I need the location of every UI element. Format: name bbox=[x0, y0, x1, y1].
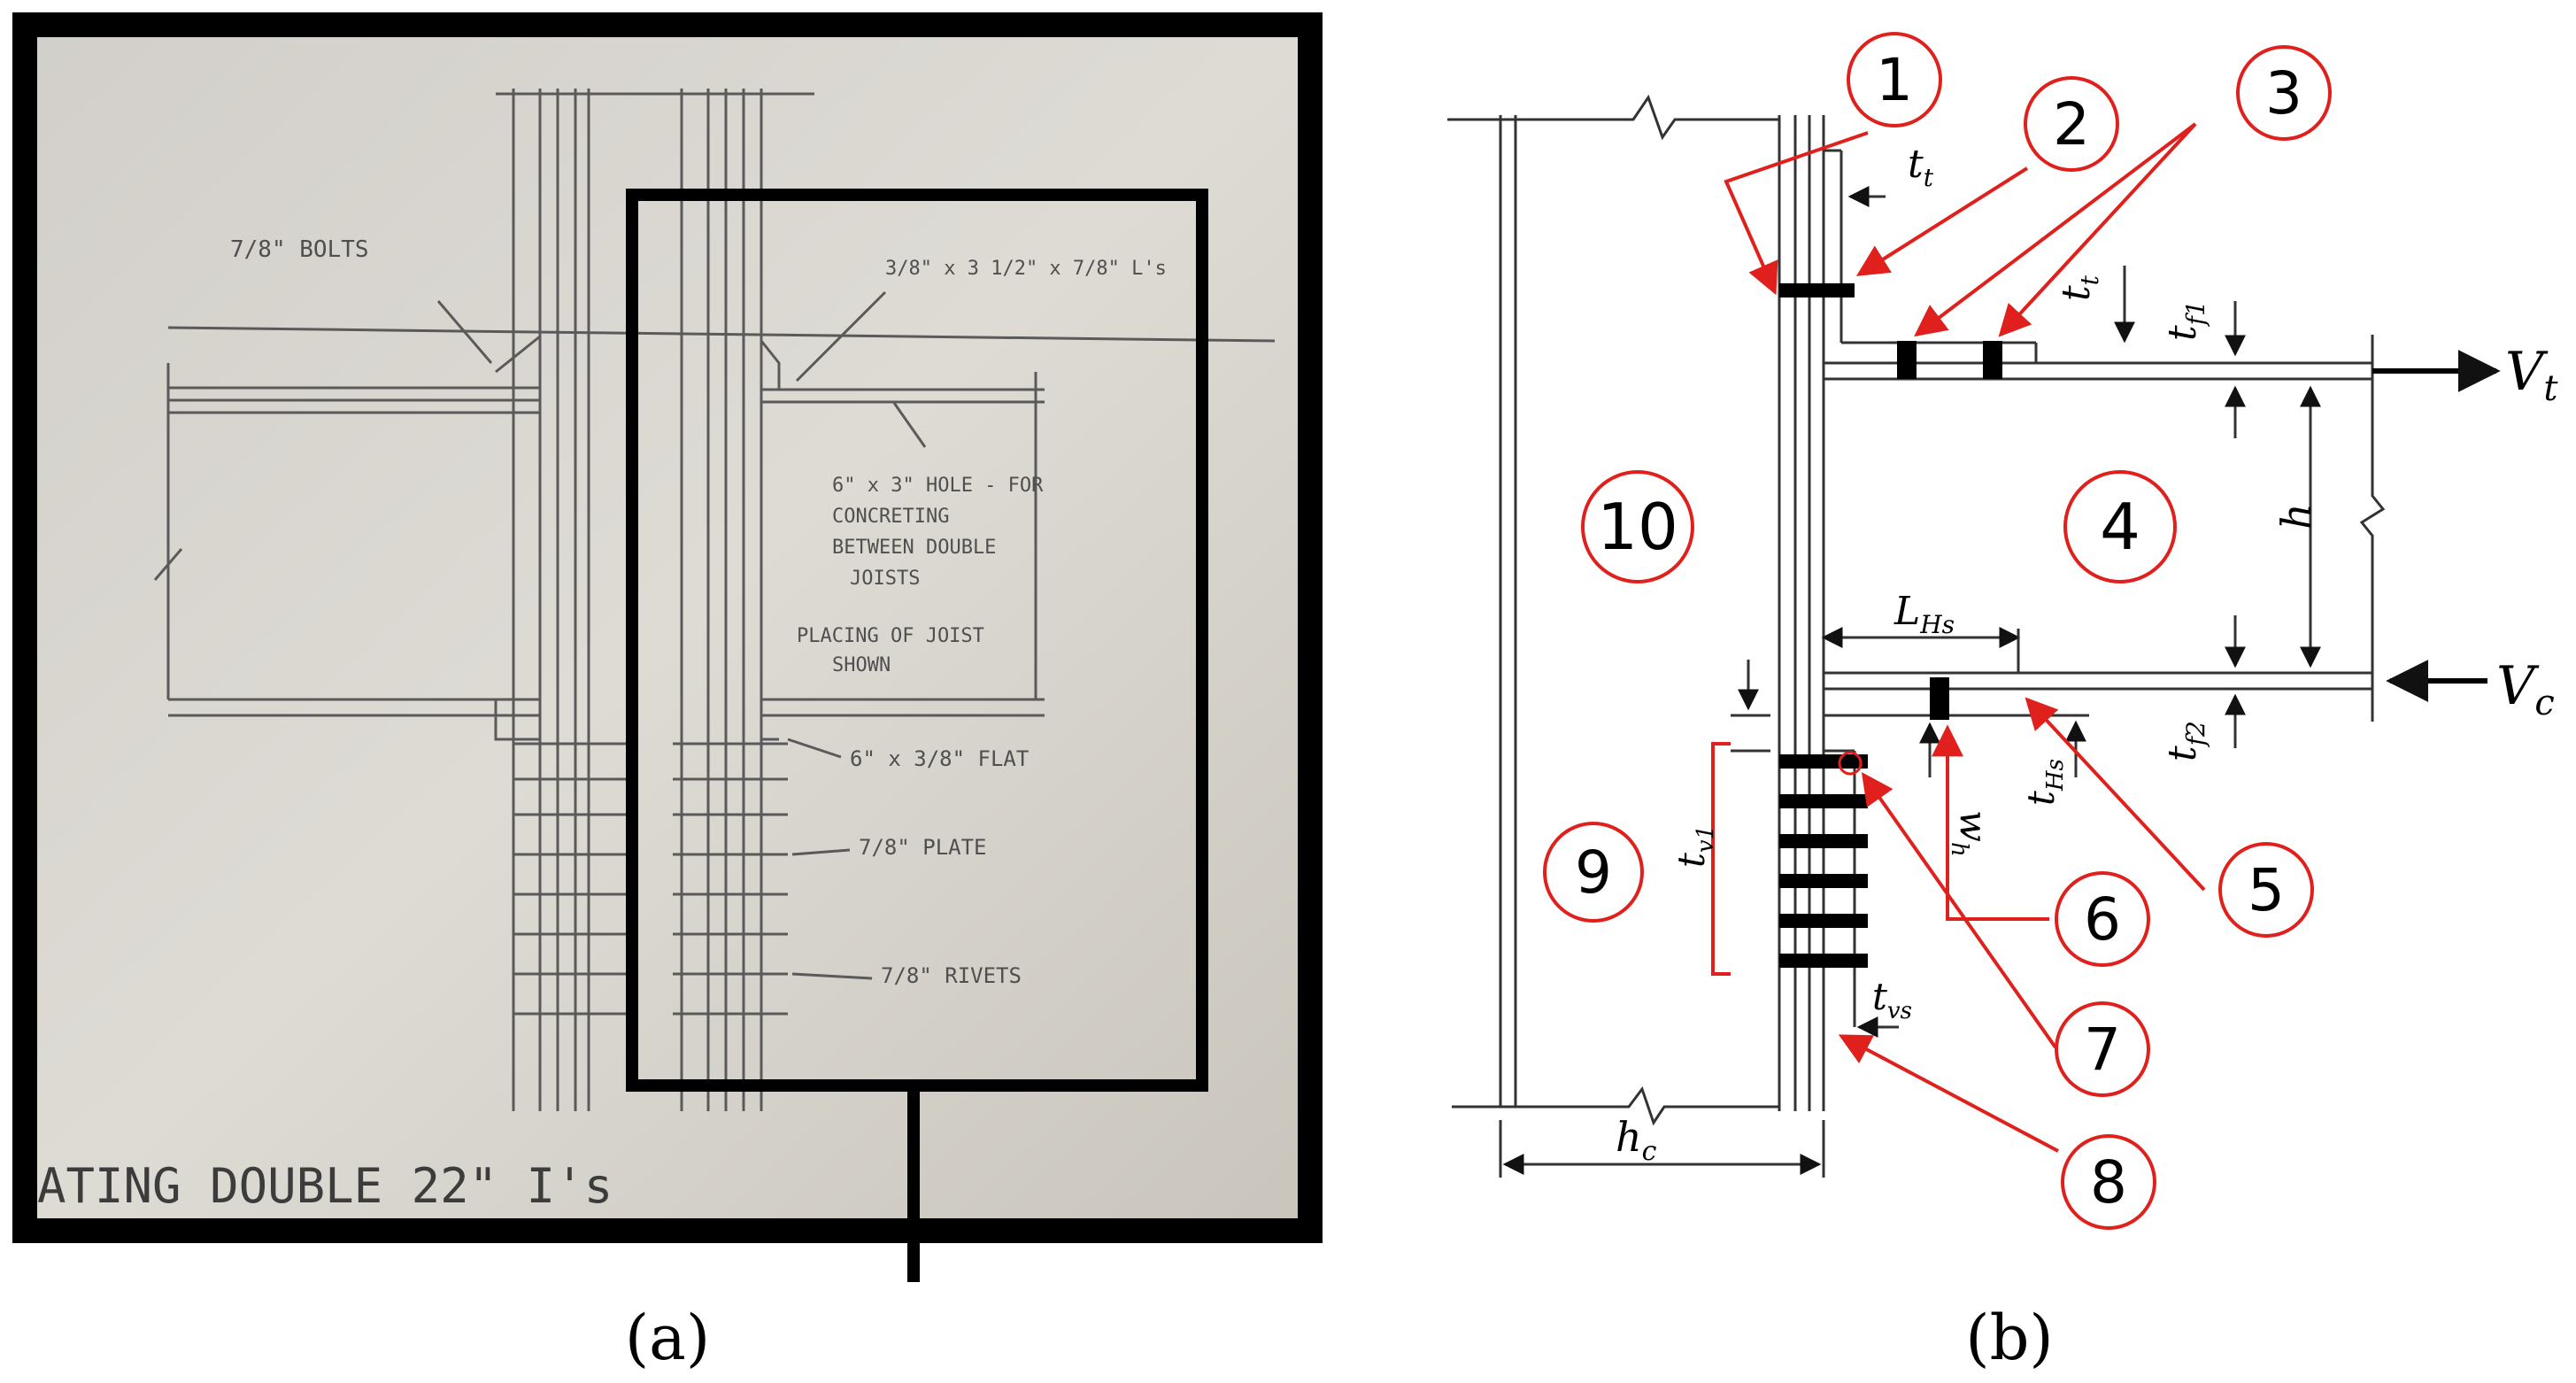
top-bolt bbox=[1779, 283, 1855, 297]
callout-circle-8 bbox=[2061, 1134, 2156, 1230]
sketch-note-hole-2: CONCRETING bbox=[832, 506, 949, 528]
sketch-title: ATING DOUBLE 22" I's bbox=[37, 1158, 613, 1214]
weld-circle-7 bbox=[1838, 751, 1863, 776]
web-rivet-5 bbox=[1779, 914, 1868, 928]
callout-label-4: 4 bbox=[2100, 490, 2140, 564]
group-bracket-9 bbox=[1711, 742, 1731, 976]
callout-label-6: 6 bbox=[2084, 885, 2121, 954]
label-tt-vertical: tt bbox=[2054, 274, 2104, 301]
label-vt: Vt bbox=[2505, 341, 2558, 409]
web-rivet-3 bbox=[1779, 834, 1868, 848]
label-hc: hc bbox=[1616, 1113, 1657, 1167]
callout-circle-1 bbox=[1847, 32, 1942, 127]
callout-circles bbox=[1543, 32, 2332, 1230]
label-h: h bbox=[2272, 503, 2320, 529]
callout-label-9: 9 bbox=[1575, 838, 1612, 907]
callout-circle-9 bbox=[1543, 822, 1644, 923]
web-rivet-6 bbox=[1779, 954, 1868, 968]
callout-circle-5 bbox=[2218, 842, 2314, 938]
label-tf1: tf1 bbox=[2160, 300, 2210, 341]
callout-label-5: 5 bbox=[2248, 856, 2285, 924]
symbol-labels: tt tt tf1 h LHs tf2 tHs wh tv1 tvs hc Vt… bbox=[1616, 142, 2558, 1167]
sketch-note-rivets: 7/8" RIVETS bbox=[881, 963, 1022, 988]
callout-circle-2 bbox=[2024, 76, 2119, 172]
fasteners bbox=[1779, 283, 2002, 968]
sketch-note-hole-4: JOISTS bbox=[850, 568, 920, 590]
callout-label-10: 10 bbox=[1597, 490, 1678, 564]
callout-circle-7 bbox=[2055, 1001, 2150, 1097]
label-tf2: tf2 bbox=[2160, 721, 2210, 761]
label-vc: Vc bbox=[2496, 655, 2555, 723]
callout-label-2: 2 bbox=[2053, 90, 2090, 158]
seat-rivet bbox=[1930, 677, 1949, 720]
sketch-note-placing-2: SHOWN bbox=[832, 654, 891, 676]
callout-label-1: 1 bbox=[1876, 46, 1913, 114]
label-tvs: tvs bbox=[1872, 975, 1912, 1024]
diagram-linework bbox=[1447, 94, 2386, 1178]
sketch-note-plate: 7/8" PLATE bbox=[859, 835, 987, 860]
sketch-note-flat: 6" x 3/8" FLAT bbox=[850, 746, 1029, 771]
caption-a: (a) bbox=[625, 1302, 710, 1374]
sketch-linework bbox=[153, 89, 1276, 1111]
sketch-note-placing-1: PLACING OF JOIST bbox=[797, 625, 984, 647]
sketch-note-hole-3: BETWEEN DOUBLE bbox=[832, 537, 996, 559]
flange-rivet-2 bbox=[1983, 341, 2002, 379]
callout-leaders bbox=[1724, 122, 2206, 1153]
sketch-note-hole-1: 6" x 3" HOLE - FOR bbox=[832, 475, 1044, 497]
photo-frame bbox=[12, 12, 1323, 1243]
label-ths: tHs bbox=[2019, 759, 2069, 806]
callout-label-3: 3 bbox=[2265, 59, 2302, 127]
label-lhs: LHs bbox=[1893, 589, 1955, 639]
label-wh: wh bbox=[1946, 810, 1995, 857]
caption-b: (b) bbox=[1965, 1302, 2053, 1374]
callout-circle-6 bbox=[2055, 871, 2150, 967]
callout-label-7: 7 bbox=[2084, 1016, 2121, 1084]
label-tv1: tv1 bbox=[1670, 825, 1719, 868]
callout-circle-4 bbox=[2063, 470, 2177, 583]
label-tt-horizontal: tt bbox=[1908, 142, 1934, 192]
sketch-note-bolts: 7/8" BOLTS bbox=[230, 236, 369, 263]
sketch-annotations: 7/8" BOLTS 3/8" x 3 1/2" x 7/8" L's 6" x… bbox=[37, 236, 1167, 1214]
flange-rivet-1 bbox=[1897, 341, 1917, 379]
web-rivet-4 bbox=[1779, 874, 1868, 888]
callout-circle-3 bbox=[2236, 45, 2332, 141]
sketch-note-angles: 3/8" x 3 1/2" x 7/8" L's bbox=[885, 258, 1167, 280]
web-rivet-2 bbox=[1779, 794, 1868, 808]
callout-numbers: 1 2 3 4 5 6 7 8 9 10 bbox=[1575, 46, 2302, 1217]
callout-label-8: 8 bbox=[2090, 1148, 2127, 1217]
callout-circle-10 bbox=[1581, 470, 1694, 583]
web-rivet-1 bbox=[1779, 754, 1868, 769]
panel-a-photo: 7/8" BOLTS 3/8" x 3 1/2" x 7/8" L's 6" x… bbox=[12, 12, 1323, 1282]
panel-b-diagram: 1 2 3 4 5 6 7 8 9 10 tt tt tf1 h LHs tf2… bbox=[1447, 32, 2558, 1230]
